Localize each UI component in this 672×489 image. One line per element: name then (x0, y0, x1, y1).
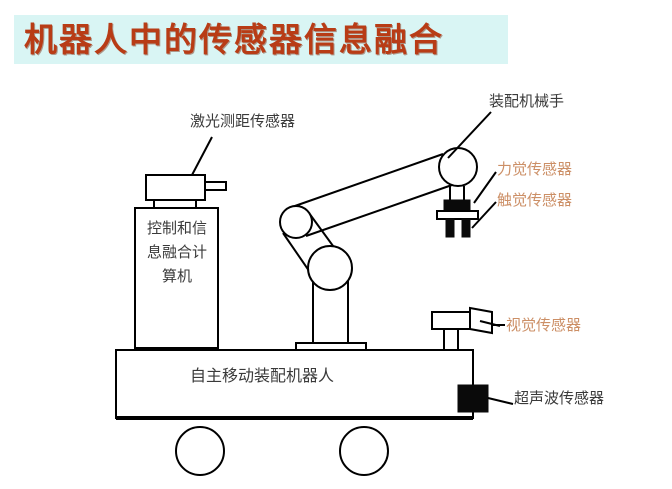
title-banner (14, 15, 508, 64)
wheel-front (175, 426, 225, 476)
label-computer-line-1: 控制和信 (146, 219, 207, 237)
label-assembly-manipulator: 装配机械手 (489, 92, 565, 110)
label-vision-sensor: 视觉传感器 (506, 316, 582, 334)
label-tactile-sensor: 触觉传感器 (497, 191, 573, 209)
label-computer-cabinet: 控制和信 息融合计 算机 (140, 216, 214, 288)
gripper-finger-right (461, 218, 471, 238)
wrist-joint (438, 147, 478, 187)
label-laser-sensor: 激光测距传感器 (190, 112, 296, 130)
vision-sensor-post (443, 328, 459, 352)
forearm-edge-top (291, 153, 444, 208)
label-mobile-robot: 自主移动装配机器人 (190, 366, 335, 385)
leader-line-force (473, 171, 497, 204)
gripper-finger-left (445, 218, 455, 238)
leader-line-laser (191, 136, 213, 176)
wheel-rear (339, 426, 389, 476)
label-computer-line-2: 息融合计 (146, 243, 207, 261)
leader-line-manipulator (447, 111, 492, 159)
gripper-palm-bar (436, 210, 479, 220)
leader-line-ultrasonic (487, 397, 514, 405)
label-force-sensor: 力觉传感器 (497, 160, 573, 178)
forearm-edge-bottom (305, 184, 453, 237)
computer-cabinet (134, 207, 219, 349)
elbow-joint (279, 205, 313, 239)
laser-sensor-body (145, 174, 206, 201)
label-computer-line-3: 算机 (161, 267, 192, 285)
laser-sensor-nozzle (204, 181, 227, 191)
mobile-base-body (115, 349, 474, 419)
shoulder-joint (307, 245, 353, 291)
vision-sensor-body (431, 311, 471, 330)
force-sensor-block (443, 199, 471, 212)
label-ultrasonic-sensor: 超声波传感器 (514, 389, 605, 407)
leader-line-tactile (471, 201, 497, 229)
page-title: 机器人中的传感器信息融合 (24, 20, 444, 59)
ultrasonic-sensor-block (457, 384, 489, 413)
